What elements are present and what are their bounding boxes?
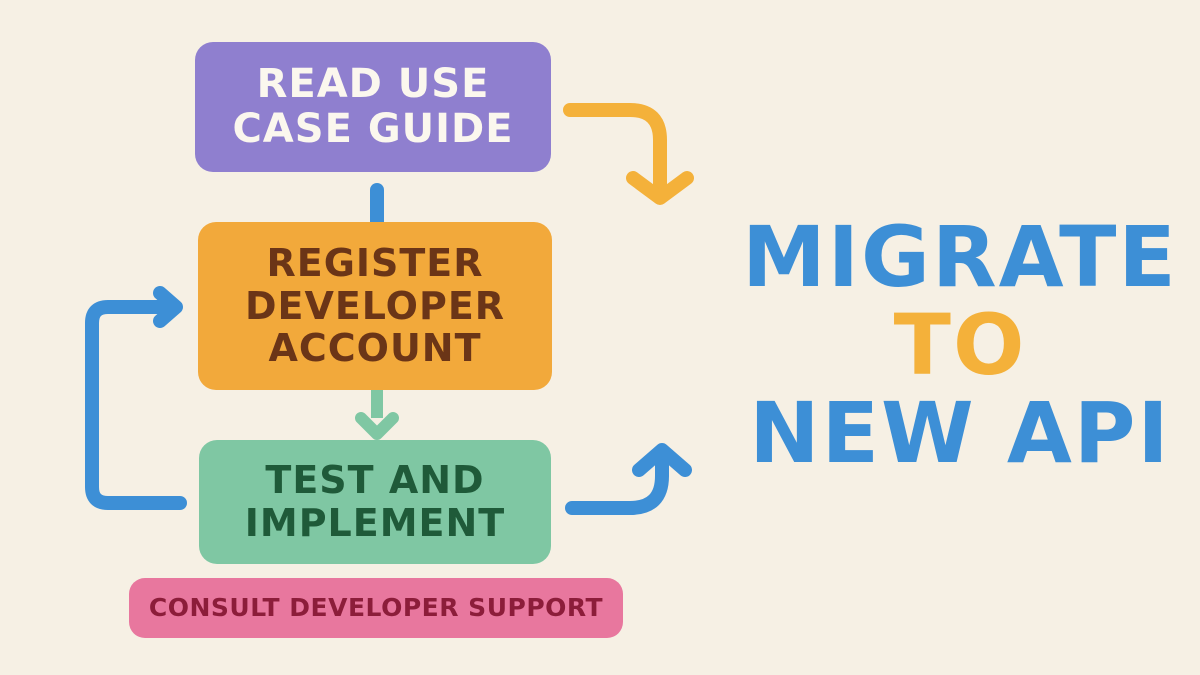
step-test-and-implement: TEST AND IMPLEMENT (199, 440, 551, 564)
goal-line1: MIGRATE (742, 208, 1178, 306)
arrow-read-to-goal (563, 103, 667, 197)
goal-line2: TO (893, 296, 1027, 394)
arrowhead-test-to-goal (632, 443, 692, 477)
step-read-line2: CASE GUIDE (232, 106, 514, 152)
arrow-test-to-goal (565, 453, 669, 515)
step-read-use-case-guide: READ USE CASE GUIDE (195, 42, 551, 172)
loop-arrow-test-to-register (85, 300, 187, 510)
step-read-line1: READ USE (256, 61, 490, 108)
step-test-line2: IMPLEMENT (244, 501, 506, 545)
step-consult-label: CONSULT DEVELOPER SUPPORT (148, 593, 604, 622)
arrowhead-read-to-goal (626, 171, 694, 205)
step-register-developer-account: REGISTER DEVELOPER ACCOUNT (198, 222, 552, 390)
step-register-line3: ACCOUNT (268, 326, 482, 371)
loop-arrowhead (153, 286, 183, 328)
step-test-line1: TEST AND (265, 458, 485, 503)
goal-line3: NEW API (749, 384, 1171, 482)
step-register-line1: REGISTER (266, 241, 484, 286)
step-register-line2: DEVELOPER (244, 283, 506, 328)
step-consult-developer-support: CONSULT DEVELOPER SUPPORT (129, 578, 623, 638)
arrowhead-register-to-test (355, 412, 399, 440)
goal-title: MIGRATE TO NEW API (735, 215, 1185, 479)
